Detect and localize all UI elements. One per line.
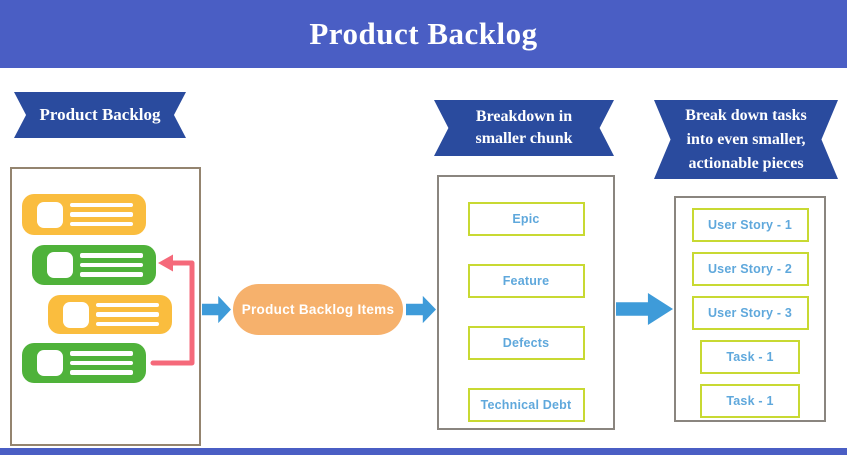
card-text-lines bbox=[70, 202, 133, 227]
ribbon-break-down-tasks: Break down tasks into even smaller, action… bbox=[654, 100, 838, 179]
backlog-card bbox=[32, 245, 156, 285]
card-thumbnail bbox=[63, 301, 89, 328]
ribbon-line: Break down tasks bbox=[685, 106, 807, 124]
work-item: Technical Debt bbox=[467, 388, 585, 422]
tasks-panel: User Story - 1 User Story - 2 User Story -… bbox=[674, 196, 826, 422]
card-text-lines bbox=[96, 302, 159, 327]
work-item: Defects bbox=[467, 326, 585, 360]
card-text-lines bbox=[80, 253, 143, 277]
flow-arrow-3 bbox=[616, 293, 673, 325]
ribbon-line: actionable pieces bbox=[688, 154, 804, 172]
work-item: Feature bbox=[467, 264, 585, 298]
card-text-line bbox=[96, 312, 159, 317]
card-text-line bbox=[80, 262, 143, 268]
page-title: Product Backlog bbox=[309, 16, 538, 51]
card-text-line bbox=[96, 321, 159, 327]
backlog-card bbox=[48, 295, 172, 334]
ribbon-line: Product Backlog bbox=[39, 105, 161, 124]
work-item: Epic bbox=[467, 202, 585, 236]
card-thumbnail bbox=[47, 252, 73, 278]
card-text-line bbox=[96, 302, 159, 308]
ribbon-line: Breakdown in bbox=[475, 108, 573, 125]
card-text-line bbox=[80, 253, 143, 258]
task-item: User Story - 3 bbox=[691, 296, 809, 330]
card-text-line bbox=[70, 212, 133, 217]
card-text-line bbox=[70, 360, 133, 366]
bottom-accent-bar bbox=[0, 448, 847, 455]
ribbon-breakdown-smaller-chunk: Breakdown in smaller chunk bbox=[434, 100, 614, 156]
task-item: User Story - 1 bbox=[691, 208, 809, 242]
card-text-line bbox=[70, 351, 133, 356]
card-text-line bbox=[80, 272, 143, 277]
card-text-line bbox=[70, 221, 133, 227]
ribbon-line: smaller chunk bbox=[475, 130, 573, 147]
flow-arrow-2 bbox=[406, 295, 436, 324]
backlog-card bbox=[22, 343, 146, 383]
card-thumbnail bbox=[37, 201, 63, 228]
card-text-lines bbox=[70, 351, 133, 375]
backlog-card bbox=[22, 194, 146, 235]
task-item: Task - 1 bbox=[700, 340, 800, 374]
title-bar: Product Backlog bbox=[0, 0, 847, 68]
card-text-line bbox=[70, 202, 133, 208]
pill-label: Product Backlog Items bbox=[241, 302, 395, 317]
backlog-card-list bbox=[12, 169, 199, 444]
card-thumbnail bbox=[37, 350, 63, 376]
task-item: User Story - 2 bbox=[691, 252, 809, 286]
backlog-panel bbox=[10, 167, 201, 446]
ribbon-line: into even smaller, bbox=[686, 130, 806, 148]
flow-arrow-1 bbox=[202, 295, 231, 324]
product-backlog-items-pill: Product Backlog Items bbox=[233, 284, 403, 335]
card-text-line bbox=[70, 370, 133, 375]
task-item: Task - 1 bbox=[700, 384, 800, 418]
ribbon-product-backlog: Product Backlog bbox=[14, 92, 186, 138]
